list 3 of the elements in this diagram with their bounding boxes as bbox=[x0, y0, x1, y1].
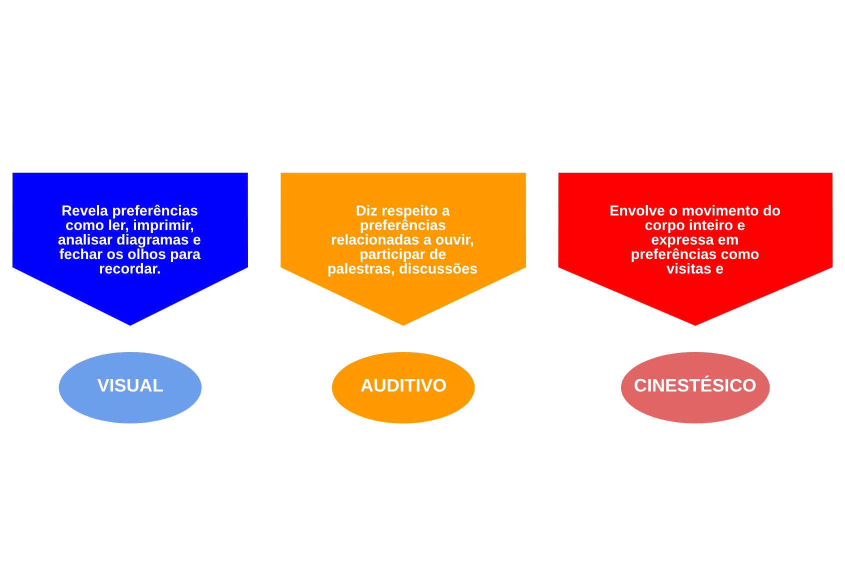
node-ellipse: VISUAL bbox=[58, 352, 202, 424]
node-ellipse: AUDITIVO bbox=[332, 352, 475, 424]
node-ellipse: CINESTÉSICO bbox=[620, 352, 770, 424]
